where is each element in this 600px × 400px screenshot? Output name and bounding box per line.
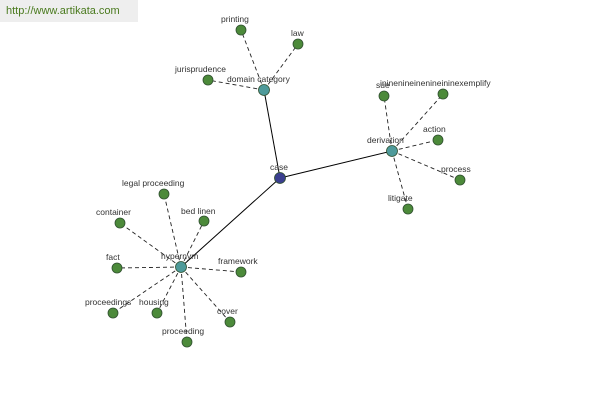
label-layer: case domain category derivation hypernym pri… <box>85 14 491 336</box>
edge-hypernym-to-cover <box>180 266 231 323</box>
node-cover[interactable] <box>224 316 236 328</box>
label-fact: fact <box>106 252 120 262</box>
node-container[interactable] <box>114 217 126 229</box>
label-process: process <box>441 164 471 174</box>
node-printing[interactable] <box>235 24 247 36</box>
edge-layer <box>112 29 461 343</box>
edge-case-to-hypernym <box>180 177 281 268</box>
edge-case-to-derivation <box>279 150 393 179</box>
label-domain-category: domain category <box>227 74 291 84</box>
node-framework[interactable] <box>235 266 247 278</box>
node-domain-category[interactable] <box>258 84 270 96</box>
edge-derivation-to-action <box>391 139 439 152</box>
edge-hypernym-to-legal-proceeding <box>163 193 182 268</box>
edge-hypernym-to-bed-linen <box>180 220 205 268</box>
label-legal-proceeding: legal proceeding <box>122 178 185 188</box>
node-case[interactable] <box>274 172 286 184</box>
label-derivation: derivation <box>367 135 404 145</box>
edge-hypernym-to-fact <box>116 266 182 269</box>
edge-hypernym-to-container <box>119 222 182 268</box>
node-housing[interactable] <box>151 307 163 319</box>
node-derivation[interactable] <box>386 145 398 157</box>
node-proceeding[interactable] <box>181 336 193 348</box>
node-legal-proceeding[interactable] <box>158 188 170 200</box>
label-proceeding: proceeding <box>162 326 204 336</box>
label-container: container <box>96 207 131 217</box>
watermark-url[interactable]: http://www.artikata.com <box>0 0 138 22</box>
edge-domain-category-to-jurisprudence <box>207 79 265 91</box>
label-hypernym: hypernym <box>161 251 198 261</box>
label-sue: sue <box>376 80 390 90</box>
node-jurisprudence[interactable] <box>202 74 214 86</box>
edge-hypernym-to-framework <box>180 266 242 273</box>
label-housing: housing <box>139 297 169 307</box>
node-bed-linen[interactable] <box>198 215 210 227</box>
node-proceedings[interactable] <box>107 307 119 319</box>
edge-derivation-to-process <box>391 150 461 181</box>
label-bed-linen: bed linen <box>181 206 216 216</box>
edge-case-to-domain-category <box>263 89 281 179</box>
label-action: action <box>423 124 446 134</box>
node-law[interactable] <box>292 38 304 50</box>
edge-derivation-to-exemplify <box>391 93 444 152</box>
node-hypernym[interactable] <box>175 261 187 273</box>
node-action[interactable] <box>432 134 444 146</box>
node-layer <box>107 24 466 348</box>
label-jurisprudence: jurisprudence <box>174 64 226 74</box>
node-process[interactable] <box>454 174 466 186</box>
label-litigate: litigate <box>388 193 413 203</box>
edge-hypernym-to-proceeding <box>180 266 188 343</box>
label-printing: printing <box>221 14 249 24</box>
edge-derivation-to-sue <box>383 95 393 152</box>
edge-hypernym-to-housing <box>156 266 182 314</box>
node-exemplify[interactable] <box>437 88 449 100</box>
edge-derivation-to-litigate <box>391 150 409 210</box>
edge-domain-category-to-law <box>263 43 299 91</box>
edge-domain-category-to-printing <box>240 29 265 91</box>
label-proceedings: proceedings <box>85 297 131 307</box>
node-sue[interactable] <box>378 90 390 102</box>
label-cover: cover <box>217 306 238 316</box>
node-litigate[interactable] <box>402 203 414 215</box>
node-fact[interactable] <box>111 262 123 274</box>
label-case: case <box>270 162 288 172</box>
label-framework: framework <box>218 256 258 266</box>
label-law: law <box>291 28 305 38</box>
label-exemplify: ininenineinenineininexemplify <box>380 78 491 88</box>
